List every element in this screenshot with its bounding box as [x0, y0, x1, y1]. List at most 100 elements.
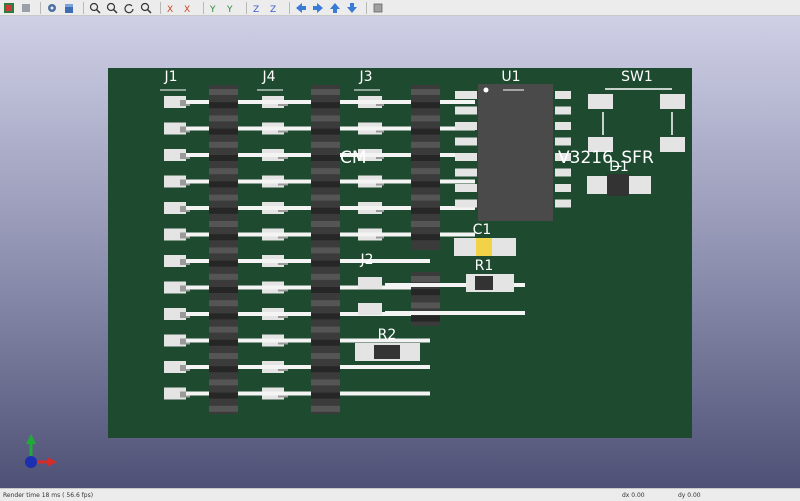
j3-trace — [340, 153, 475, 157]
j4-trace — [240, 126, 340, 131]
svg-text:X: X — [184, 5, 190, 14]
rotate-x-ccw-icon[interactable]: X — [182, 1, 196, 15]
j1-header-stripe — [209, 128, 238, 135]
redraw-icon[interactable] — [122, 1, 136, 15]
label-d1: D1 — [609, 159, 629, 175]
j3-trace — [340, 126, 475, 131]
silk-text-partial-right: V3216_SFR — [558, 148, 654, 168]
u1-pad-right — [555, 106, 571, 115]
j3-header-stripe — [411, 102, 440, 109]
j4-header-stripe — [311, 141, 340, 148]
j1-header-stripe — [209, 102, 238, 109]
zoom-out-icon[interactable] — [105, 1, 119, 15]
u1-pad-left — [455, 106, 477, 115]
j1-header-stripe — [209, 313, 238, 320]
j4-trace — [240, 206, 340, 210]
j1-header-stripe — [209, 247, 238, 254]
label-r1: R1 — [475, 258, 494, 274]
lower-trace — [340, 391, 430, 396]
j4-trace — [240, 365, 340, 369]
j1-header-stripe — [209, 353, 238, 359]
zoom-in-icon[interactable] — [88, 1, 102, 15]
j3-header-stripe — [411, 221, 440, 227]
u1-pad-right — [555, 91, 571, 99]
j1-header-stripe — [209, 168, 238, 175]
sw1-pad — [660, 137, 685, 152]
j3-trace — [340, 100, 475, 104]
j4-header-stripe — [311, 247, 340, 254]
svg-text:Z: Z — [253, 5, 259, 14]
j2-pad — [358, 277, 382, 289]
zoom-fit-icon[interactable] — [139, 1, 153, 15]
pan-left-icon[interactable] — [294, 1, 308, 15]
cube-icon[interactable] — [62, 1, 76, 15]
axis-indicator — [25, 434, 57, 468]
settings-icon[interactable] — [45, 1, 59, 15]
j1-pin-tip — [180, 100, 190, 106]
j1-header-stripe — [209, 339, 238, 346]
j1-header-stripe — [209, 405, 238, 412]
u1-pad-right — [555, 168, 571, 177]
rotate-z-ccw-icon[interactable]: Z — [268, 1, 282, 15]
rotate-y-cw-icon[interactable]: Y — [208, 1, 222, 15]
u1-pin1-marker — [483, 87, 489, 93]
rotate-x-cw-icon[interactable]: X — [165, 1, 179, 15]
r1-chip — [475, 276, 493, 290]
j4-trace — [240, 179, 340, 184]
refresh-icon[interactable] — [19, 1, 33, 15]
j1-header-stripe — [209, 366, 238, 373]
j3-header-stripe — [411, 89, 440, 95]
j1-pin-tip — [180, 232, 190, 239]
u1-pad-left — [455, 199, 477, 208]
j3-header-stripe — [411, 155, 440, 161]
j4-header-stripe — [311, 353, 340, 359]
j2-header-stripe — [411, 276, 440, 282]
label-j1: J1 — [163, 69, 177, 85]
j4-header-stripe — [311, 168, 340, 175]
j3-header-stripe — [411, 181, 440, 188]
j1-header-stripe — [209, 194, 238, 201]
label-sw1: SW1 — [621, 69, 653, 85]
u1-pad-left — [455, 91, 477, 99]
j4-header-stripe — [311, 128, 340, 135]
pan-right-icon[interactable] — [311, 1, 325, 15]
j4-trace — [240, 100, 340, 104]
label-j4: J4 — [261, 69, 275, 85]
lower-trace — [340, 365, 430, 369]
j4-header-stripe — [311, 300, 340, 307]
j1-header-stripe — [209, 273, 238, 280]
j4-trace — [240, 285, 340, 290]
rotate-y-ccw-icon[interactable]: Y — [225, 1, 239, 15]
pan-down-icon[interactable] — [345, 1, 359, 15]
sw1-pad — [588, 94, 613, 109]
j1-header-stripe — [209, 221, 238, 227]
j1-header-stripe — [209, 326, 238, 333]
silk-text-partial-left: CM — [340, 148, 367, 168]
j4-header-stripe — [311, 339, 340, 346]
j3-header-stripe — [411, 168, 440, 175]
rotate-z-cw-icon[interactable]: Z — [251, 1, 265, 15]
svg-text:X: X — [167, 5, 173, 14]
dy-readout: dy 0.00 — [678, 492, 701, 499]
dx-readout: dx 0.00 — [622, 492, 645, 499]
pcb-icon[interactable] — [2, 1, 16, 15]
ortho-icon[interactable] — [371, 1, 385, 15]
j3-header-stripe — [411, 115, 440, 122]
j4-header-stripe — [311, 221, 340, 227]
j2-trace — [385, 311, 525, 315]
j1-pin-tip — [180, 126, 190, 133]
j1-header-stripe — [209, 234, 238, 241]
u1-pad-right — [555, 184, 571, 192]
j1-pin-tip — [180, 391, 190, 398]
label-r2: R2 — [378, 327, 397, 343]
r2-chip — [374, 345, 400, 359]
j4-trace — [240, 232, 340, 237]
j1-pin-tip — [180, 312, 190, 318]
j1-pin-tip — [180, 153, 190, 159]
pan-up-icon[interactable] — [328, 1, 342, 15]
u1-pad-right — [555, 199, 571, 208]
j3-header-stripe — [411, 128, 440, 135]
lower-trace — [340, 259, 430, 263]
j2-pad — [358, 303, 382, 315]
